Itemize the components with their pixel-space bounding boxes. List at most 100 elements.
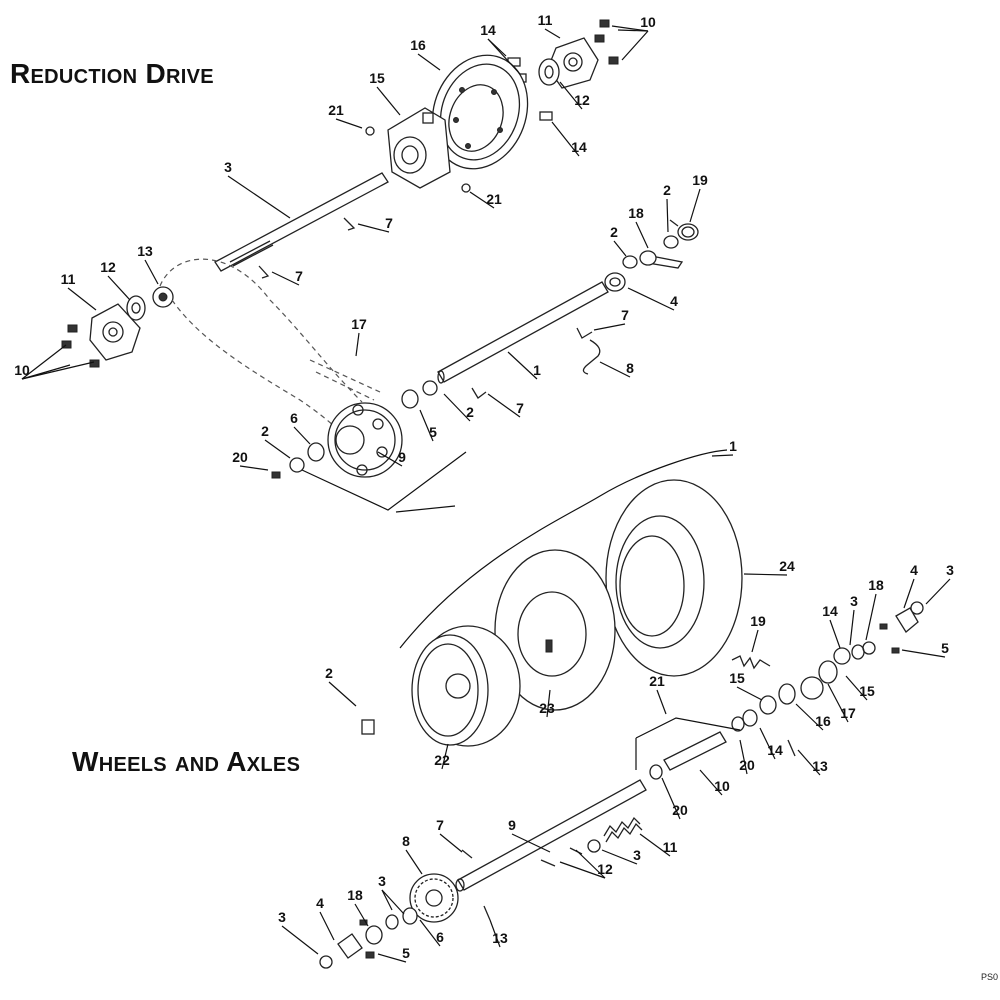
right-hub-parts xyxy=(731,601,924,757)
wheels-callout-11: 11 xyxy=(663,839,678,855)
reduction-callout-16: 16 xyxy=(410,37,426,53)
wheels-leader-20 xyxy=(661,777,681,820)
wheels-leader-15 xyxy=(736,686,763,701)
wheels-leader-8 xyxy=(405,849,423,875)
wheels-leader-11 xyxy=(639,833,671,857)
left-bushing xyxy=(126,295,146,321)
kit-bracket-20 xyxy=(301,451,467,511)
torsion-spring xyxy=(669,219,699,241)
wheels-callout-24: 24 xyxy=(779,558,795,574)
reduction-callout-6: 6 xyxy=(290,410,298,426)
drive-chain xyxy=(159,258,381,456)
washer-3-axle xyxy=(587,839,601,853)
wheel-rim xyxy=(411,625,521,747)
extra-leader-2 xyxy=(487,38,521,75)
wheels-leader-20 xyxy=(739,739,748,775)
wheels-leader-14 xyxy=(759,727,776,760)
reduction-leader-11 xyxy=(67,287,97,311)
reduction-leader-13 xyxy=(144,259,159,285)
reduction-callout-2: 2 xyxy=(261,423,269,439)
reduction-callout-20: 20 xyxy=(232,449,248,465)
extra-leader-6 xyxy=(575,849,606,879)
reduction-leader-19 xyxy=(689,188,701,223)
wheels-callout-10: 10 xyxy=(714,778,730,794)
idler-arm xyxy=(639,250,684,269)
wheels-leader-2 xyxy=(328,681,357,707)
reduction-callout-21: 21 xyxy=(486,191,502,207)
key-12a xyxy=(540,859,556,867)
reduction-drive-group xyxy=(61,19,699,511)
reduction-callout-14: 14 xyxy=(480,22,496,38)
screw-9 xyxy=(271,471,281,479)
wheels-callout-8: 8 xyxy=(402,833,410,849)
wheels-leader-4 xyxy=(319,911,335,941)
reduction-callout-12: 12 xyxy=(574,92,590,108)
reduction-callout-7: 7 xyxy=(516,400,524,416)
reduction-callout-13: 13 xyxy=(137,243,153,259)
wheels-callout-14: 14 xyxy=(767,742,783,758)
wheels-callout-13: 13 xyxy=(812,758,828,774)
reduction-leader-7 xyxy=(593,323,626,331)
wheels-callout-22: 22 xyxy=(434,752,450,768)
wheels-axles-group xyxy=(319,449,924,969)
wheels-callout-2: 2 xyxy=(325,665,333,681)
splined-shaft xyxy=(214,172,389,272)
axle-tube xyxy=(649,731,727,780)
hairpin-clips xyxy=(258,217,593,399)
wheels-callout-1: 1 xyxy=(729,438,737,454)
assembly-arc xyxy=(399,449,728,649)
drawing-code: PS0 xyxy=(980,972,998,982)
reduction-callout-18: 18 xyxy=(628,205,644,221)
extra-leader-3 xyxy=(21,344,67,380)
wheels-callout-15: 15 xyxy=(859,683,875,699)
wheels-leader-15 xyxy=(845,675,868,701)
reduction-leader-2 xyxy=(666,198,669,233)
wheels-callout-20: 20 xyxy=(739,757,755,773)
wheels-leader-3 xyxy=(381,889,393,911)
wheel-spring xyxy=(731,655,771,670)
wheels-callout-14: 14 xyxy=(822,603,838,619)
wheels-callout-17: 17 xyxy=(840,705,856,721)
pin-7 xyxy=(461,849,473,859)
reduction-leader-16 xyxy=(417,53,441,71)
reduction-callout-2: 2 xyxy=(610,224,618,240)
wheels-leader-3 xyxy=(925,578,951,605)
left-hub-parts xyxy=(319,907,418,969)
reduction-leader-2 xyxy=(613,240,627,257)
wheels-leader-4 xyxy=(903,578,915,609)
wheels-leader-24 xyxy=(743,573,788,576)
reduction-callout-10: 10 xyxy=(640,14,656,30)
reduction-leader-7 xyxy=(487,393,521,418)
key-12b xyxy=(569,847,583,855)
reduction-leader-6 xyxy=(293,426,311,445)
wheels-callout-18: 18 xyxy=(868,577,884,593)
reduction-leader-2 xyxy=(264,439,291,459)
wheels-leader-3 xyxy=(849,609,855,646)
reduction-callout-4: 4 xyxy=(670,293,678,309)
reduction-leader-3 xyxy=(227,175,291,219)
wheels-callout-5: 5 xyxy=(941,640,949,656)
reduction-callout-21: 21 xyxy=(328,102,344,118)
reduction-callout-14: 14 xyxy=(571,139,587,155)
wheels-leader-13 xyxy=(489,919,501,948)
jackshaft xyxy=(437,281,609,384)
wheels-callout-6: 6 xyxy=(436,929,444,945)
reduction-callout-7: 7 xyxy=(621,307,629,323)
wheels-leader-6 xyxy=(419,919,441,947)
reduction-leader-7 xyxy=(357,223,390,233)
wheels-callout-3: 3 xyxy=(946,562,954,578)
reduction-callout-2: 2 xyxy=(466,404,474,420)
wheels-leader-12 xyxy=(559,861,606,879)
wheels-callout-3: 3 xyxy=(378,873,386,889)
reduction-leader-17 xyxy=(355,332,360,357)
reduction-callout-11: 11 xyxy=(538,12,553,28)
wheels-callout-4: 4 xyxy=(316,895,324,911)
compression-spring xyxy=(603,816,643,843)
wheels-leader-18 xyxy=(354,903,369,927)
top-bushing xyxy=(538,58,560,86)
wheels-leader-10 xyxy=(699,769,723,796)
wheels-callout-12: 12 xyxy=(597,861,613,877)
wheels-callout-7: 7 xyxy=(436,817,444,833)
wheels-callout-3: 3 xyxy=(278,909,286,925)
